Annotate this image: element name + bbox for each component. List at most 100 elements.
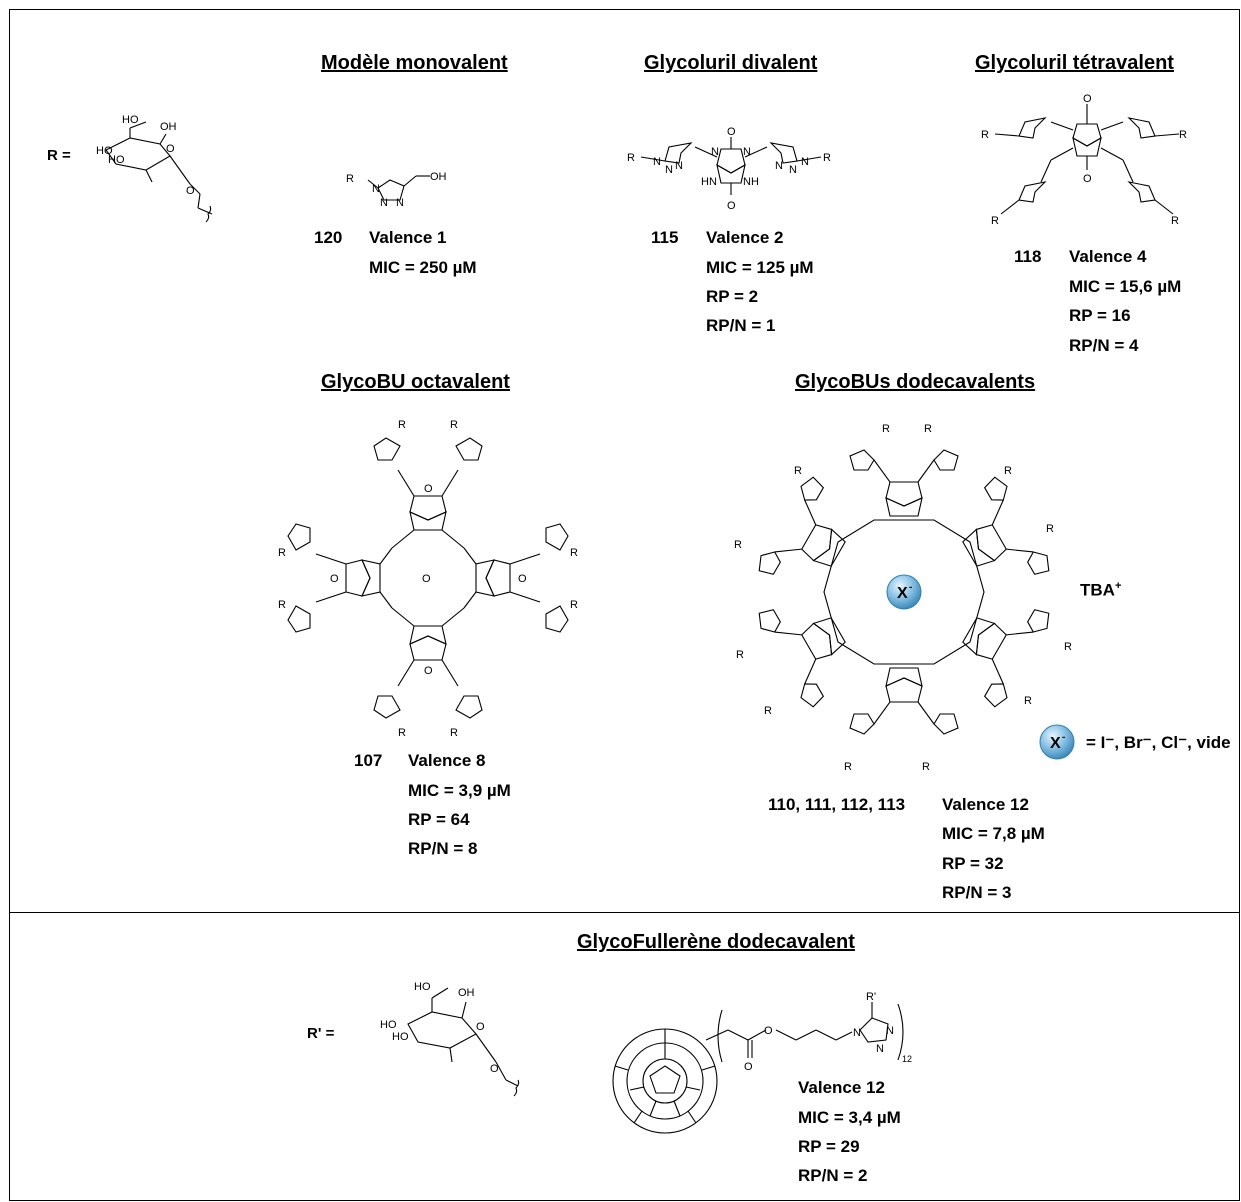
structure-115: O O N N HN NH R N N N R N N N (627, 126, 831, 212)
atom-label: N (372, 183, 380, 195)
atom-label: OH (458, 987, 475, 999)
rp-118: RP = 16 (1069, 306, 1131, 325)
atom-label: O (727, 126, 736, 138)
rpn-118: RP/N = 4 (1069, 336, 1139, 355)
atom-label: R (882, 423, 890, 435)
atom-label: N (711, 146, 719, 158)
atom-label: O (424, 483, 433, 495)
atom-label: HO (108, 154, 125, 166)
title-tetravalent: Glycoluril tétravalent (975, 52, 1174, 74)
atom-label: R (450, 419, 458, 431)
atom-label: R (398, 419, 406, 431)
atom-label: R' (866, 991, 876, 1003)
atom-label: O (166, 143, 175, 155)
atom-label: R (991, 215, 999, 227)
atom-label: R (278, 599, 286, 611)
structure-107: O O O O O R R R R R R R R (278, 419, 578, 739)
atom-label: R (346, 173, 354, 185)
title-fullerene: GlycoFullerène dodecavalent (577, 931, 855, 953)
mic-115: MIC = 125 µM (706, 258, 814, 277)
atom-label: O (424, 665, 433, 677)
atom-label: R (1179, 129, 1187, 141)
figure-frame (9, 9, 1240, 1201)
atom-label: HN (701, 176, 717, 188)
rpn-fullerene: RP/N = 2 (798, 1166, 868, 1185)
atom-label: N (853, 1027, 861, 1039)
atom-label: R (736, 649, 744, 661)
atom-label: R (844, 761, 852, 773)
atom-label: R (1004, 465, 1012, 477)
atom-label: N (665, 164, 673, 176)
rpn-107: RP/N = 8 (408, 839, 478, 858)
atom-label: NH (743, 176, 759, 188)
atom-label: R (734, 539, 742, 551)
atom-label: O (476, 1021, 485, 1033)
rp-107: RP = 64 (408, 810, 470, 829)
valence-107: Valence 8 (408, 751, 486, 770)
atom-label: R (823, 152, 831, 164)
structure-120: R N N N OH (346, 171, 447, 209)
valence-120: Valence 1 (369, 228, 447, 247)
atom-label: O (490, 1063, 499, 1075)
mic-fullerene: MIC = 3,4 µM (798, 1108, 901, 1127)
atom-label: OH (160, 121, 177, 133)
atom-label: N (653, 156, 661, 168)
fullerene-structure: O O N N N R' 12 (612, 991, 912, 1134)
atom-label: R (570, 599, 578, 611)
r-definition-label: R = (47, 147, 71, 164)
valence-118: Valence 4 (1069, 247, 1147, 266)
atom-label: O (764, 1025, 773, 1037)
title-octavalent: GlycoBU octavalent (321, 371, 510, 393)
tba-label: TBA+ (1080, 580, 1122, 600)
atom-label: R (1064, 641, 1072, 653)
atom-label: N (801, 156, 809, 168)
atom-label: R (278, 547, 286, 559)
counterion-legend: = I⁻, Br⁻, Cl⁻, vide (1086, 733, 1231, 752)
mannose-r-structure: HO OH HO HO O O (96, 114, 213, 223)
atom-label: R (794, 465, 802, 477)
title-divalent: Glycoluril divalent (644, 52, 818, 74)
counterion-charge: - (909, 582, 912, 593)
atom-label: R (924, 423, 932, 435)
atom-label: R (1024, 695, 1032, 707)
atom-label: HO (392, 1031, 409, 1043)
compound-id-110-113: 110, 111, 112, 113 (768, 795, 906, 814)
atom-label: N (775, 160, 783, 172)
atom-label: N (876, 1043, 884, 1055)
structure-110-113: X - R R R R R R R R R R R R (734, 423, 1072, 773)
atom-label: O (1083, 93, 1092, 105)
mic-120: MIC = 250 µM (369, 258, 477, 277)
valence-fullerene: Valence 12 (798, 1078, 885, 1097)
atom-label: R (764, 705, 772, 717)
atom-label: N (886, 1025, 894, 1037)
counterion-sphere (886, 574, 922, 610)
atom-label: HO (380, 1019, 397, 1031)
atom-label: O (330, 573, 339, 585)
rpn-115: RP/N = 1 (706, 316, 776, 335)
atom-label: R (1046, 523, 1054, 535)
valence-115: Valence 2 (706, 228, 784, 247)
subscript-12: 12 (902, 1054, 912, 1064)
atom-label: O (744, 1061, 753, 1073)
legend-symbol: X (1050, 735, 1061, 752)
counterion-legend-sphere: X - (1039, 724, 1075, 760)
rpn-110: RP/N = 3 (942, 883, 1012, 902)
atom-label: N (743, 146, 751, 158)
counterion-symbol: X (897, 585, 908, 602)
atom-label: R (450, 727, 458, 739)
valence-110: Valence 12 (942, 795, 1029, 814)
atom-label: N (396, 197, 404, 209)
atom-label: O (518, 573, 527, 585)
section-divider (9, 912, 1240, 913)
atom-label: R (981, 129, 989, 141)
title-monovalent: Modèle monovalent (321, 52, 508, 74)
atom-label: R (1171, 215, 1179, 227)
atom-label: HO (122, 114, 139, 126)
atom-label: N (675, 160, 683, 172)
compound-id-115: 115 (651, 228, 679, 247)
atom-label: N (789, 164, 797, 176)
mic-118: MIC = 15,6 µM (1069, 277, 1182, 296)
atom-label: R (922, 761, 930, 773)
atom-label: O (727, 200, 736, 212)
